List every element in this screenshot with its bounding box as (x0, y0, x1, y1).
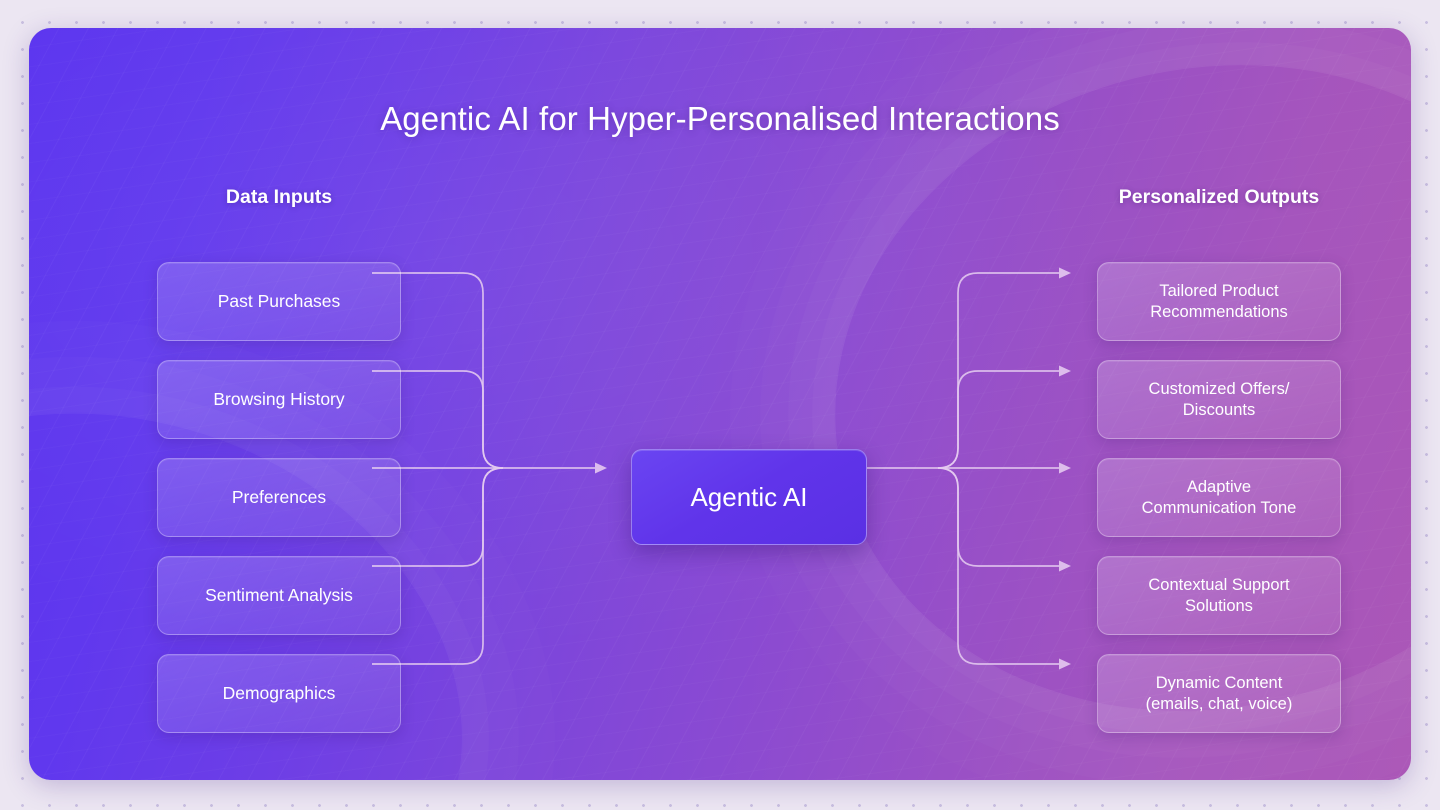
output-card-label: Customized Offers/ Discounts (1148, 379, 1290, 419)
arrowhead-output-4 (1059, 658, 1071, 670)
input-card-label: Browsing History (213, 389, 345, 410)
wire-output-0 (937, 272, 1059, 469)
diagram-canvas: Agentic AI for Hyper-Personalised Intera… (29, 28, 1411, 780)
input-card-preferences[interactable]: Preferences (157, 458, 401, 537)
wire-output-3 (937, 467, 1059, 567)
arrowhead-output-2 (1059, 462, 1071, 474)
output-card-label: Adaptive Communication Tone (1141, 477, 1297, 517)
output-card-label: Dynamic Content (emails, chat, voice) (1145, 673, 1293, 713)
wire-output-4 (937, 467, 1059, 665)
output-card-adaptive-communication-tone[interactable]: Adaptive Communication Tone (1097, 458, 1341, 537)
hub-node-agentic-ai[interactable]: Agentic AI (631, 449, 867, 545)
input-card-label: Preferences (231, 487, 327, 508)
input-card-browsing-history[interactable]: Browsing History (157, 360, 401, 439)
input-card-past-purchases[interactable]: Past Purchases (157, 262, 401, 341)
input-card-sentiment-analysis[interactable]: Sentiment Analysis (157, 556, 401, 635)
wire-output-1 (937, 370, 1059, 469)
input-card-label: Sentiment Analysis (205, 585, 353, 606)
output-card-tailored-product-recommendations[interactable]: Tailored Product Recommendations (1097, 262, 1341, 341)
arrowhead-output-0 (1059, 267, 1071, 279)
diagram-title: Agentic AI for Hyper-Personalised Intera… (380, 100, 1060, 137)
output-card-customized-offers-discounts[interactable]: Customized Offers/ Discounts (1097, 360, 1341, 439)
input-card-demographics[interactable]: Demographics (157, 654, 401, 733)
input-card-label: Past Purchases (217, 291, 341, 312)
output-card-label: Tailored Product Recommendations (1150, 281, 1288, 321)
inputs-column-heading: Data Inputs (225, 186, 333, 208)
output-card-dynamic-content[interactable]: Dynamic Content (emails, chat, voice) (1097, 654, 1341, 733)
output-card-label: Contextual Support Solutions (1148, 575, 1290, 615)
arrowhead-output-3 (1059, 560, 1071, 572)
outputs-column-heading: Personalized Outputs (1118, 186, 1320, 208)
arrowhead-output-1 (1059, 365, 1071, 377)
input-card-label: Demographics (222, 683, 336, 704)
hub-node-label: Agentic AI (690, 481, 808, 512)
arrowhead-into-hub (595, 462, 607, 474)
output-card-contextual-support-solutions[interactable]: Contextual Support Solutions (1097, 556, 1341, 635)
